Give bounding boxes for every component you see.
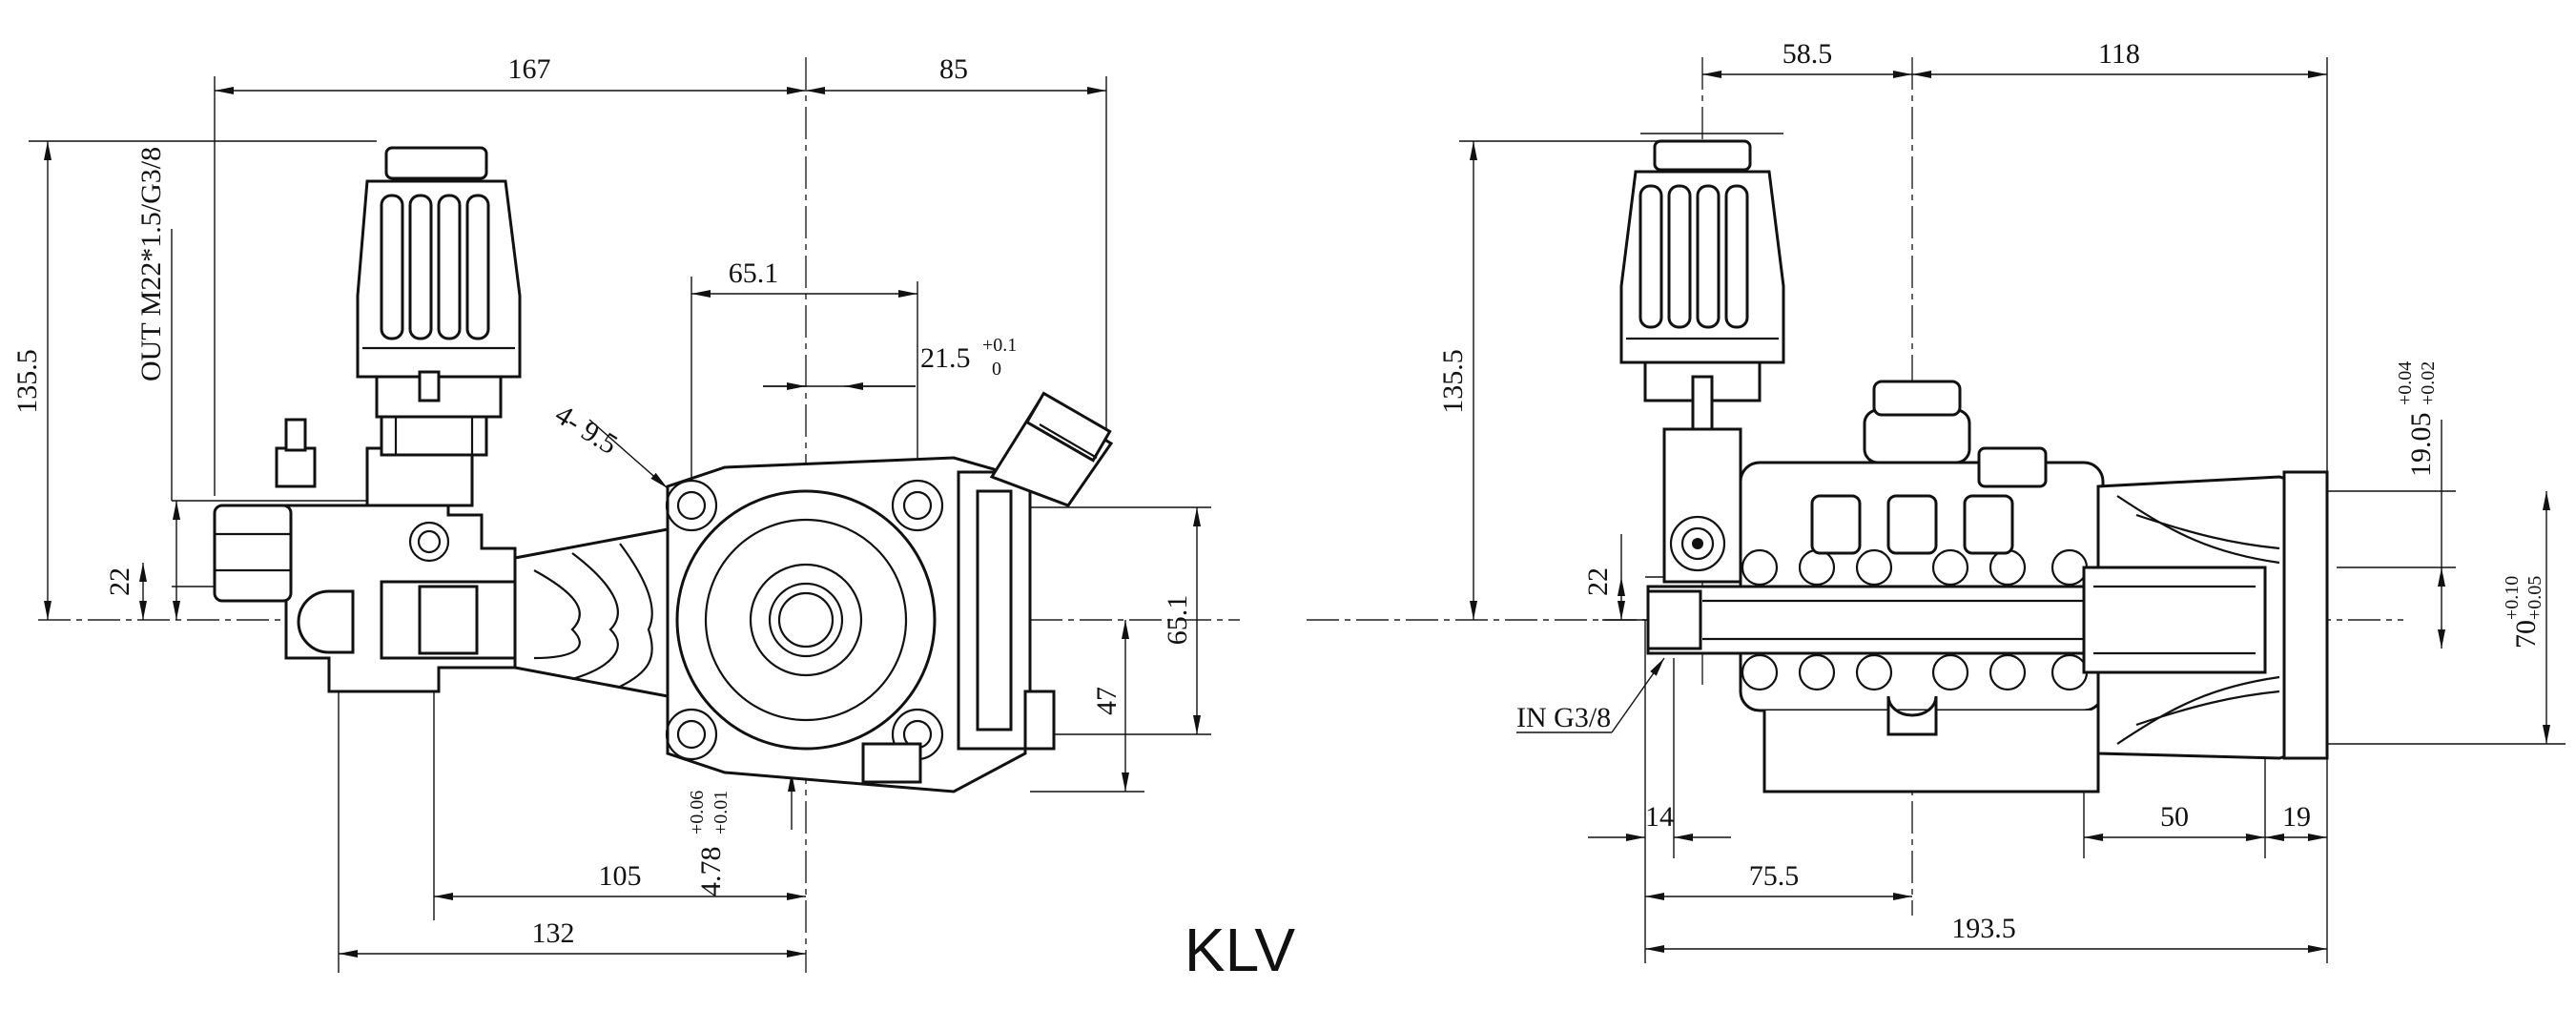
dim-58-5: 58.5 bbox=[1783, 38, 1833, 70]
unloader-valve bbox=[213, 418, 536, 693]
dim-70-tolerance-lower: +0.05 bbox=[2524, 576, 2545, 620]
dim-132: 132 bbox=[532, 917, 575, 949]
dim-167: 167 bbox=[508, 53, 551, 85]
dim-22-front: 22 bbox=[1582, 567, 1614, 596]
crankcase bbox=[665, 456, 1056, 793]
dim-22: 22 bbox=[104, 567, 135, 596]
dimension-lines bbox=[44, 87, 1201, 958]
outlet-thread-label: OUT M22*1.5/G3/8 bbox=[135, 147, 167, 381]
dim-19: 19 bbox=[2282, 801, 2311, 833]
front-view: 58.5 118 135.5 19.05 +0.04 +0.02 22 70 +… bbox=[1307, 38, 2566, 963]
dim-118: 118 bbox=[2098, 38, 2140, 70]
front-view-dimension-texts: 58.5 118 135.5 19.05 +0.04 +0.02 22 70 +… bbox=[1437, 38, 2545, 944]
dim-135-5: 135.5 bbox=[11, 349, 43, 414]
front-pressure-knob bbox=[1619, 139, 1785, 436]
dim-75-5: 75.5 bbox=[1749, 860, 1800, 892]
extension-lines bbox=[29, 76, 1211, 973]
dim-19-05-tolerance-lower: +0.02 bbox=[2418, 361, 2439, 405]
model-title: KLV bbox=[1185, 916, 1296, 984]
front-dimension-lines bbox=[1470, 71, 2550, 953]
inlet-fitting bbox=[989, 391, 1114, 507]
inlet-thread-label: IN G3/8 bbox=[1516, 702, 1611, 733]
dim-65-1-right: 65.1 bbox=[1162, 595, 1193, 646]
dim-21-5: 21.5 bbox=[920, 342, 971, 374]
dim-70: 70 bbox=[2510, 620, 2542, 649]
front-manifold bbox=[1646, 380, 2127, 793]
dim-47: 47 bbox=[1091, 687, 1123, 715]
side-view: 167 85 135.5 65.1 21.5 +0.1 0 4- 9.5 OUT… bbox=[11, 53, 1240, 973]
pressure-knob bbox=[356, 146, 522, 457]
side-view-dimension-texts: 167 85 135.5 65.1 21.5 +0.1 0 4- 9.5 OUT… bbox=[11, 53, 1193, 949]
front-crankcase bbox=[2082, 470, 2329, 760]
dim-4-78: 4.78 bbox=[695, 847, 727, 897]
dim-50: 50 bbox=[2160, 801, 2189, 833]
dim-19-05: 19.05 bbox=[2405, 413, 2437, 478]
dim-105: 105 bbox=[599, 860, 642, 892]
dim-21-5-tolerance-upper: +0.1 bbox=[982, 335, 1017, 356]
dim-4-78-tolerance-upper: +0.06 bbox=[687, 791, 708, 834]
dim-193-5: 193.5 bbox=[1951, 913, 2016, 944]
connecting-tube bbox=[513, 527, 689, 698]
dim-19-05-tolerance-upper: +0.04 bbox=[2395, 361, 2416, 405]
dim-14: 14 bbox=[1645, 801, 1674, 833]
dim-21-5-tolerance-lower: 0 bbox=[992, 359, 1001, 380]
dim-135-5-front: 135.5 bbox=[1437, 349, 1469, 414]
dim-85: 85 bbox=[939, 53, 968, 85]
dim-65-1-top: 65.1 bbox=[729, 258, 779, 289]
dim-holes: 4- 9.5 bbox=[549, 399, 623, 461]
dim-4-78-tolerance-lower: +0.01 bbox=[711, 791, 732, 834]
dim-70-tolerance-upper: +0.10 bbox=[2502, 576, 2523, 620]
